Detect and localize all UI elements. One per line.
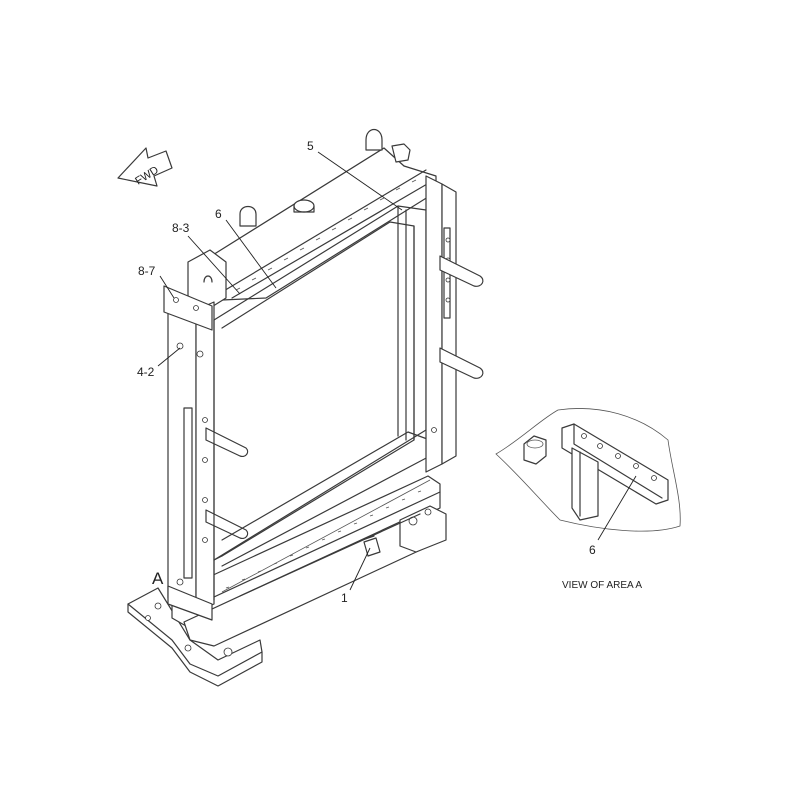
detail-callout-6: 6 bbox=[589, 543, 596, 557]
callout-8-3: 8-3 bbox=[172, 221, 190, 235]
hex-nut-icon bbox=[523, 435, 547, 465]
bottom-bolt-row bbox=[221, 479, 431, 593]
callout-5: 5 bbox=[307, 139, 314, 153]
left-side-channel bbox=[163, 285, 215, 621]
radiator-assembly bbox=[127, 128, 484, 687]
detail-view-caption: VIEW OF AREA A bbox=[562, 580, 642, 591]
leader-8-3 bbox=[187, 235, 241, 295]
leader-8-7 bbox=[159, 275, 175, 299]
callout-8-7: 8-7 bbox=[138, 264, 156, 278]
callout-1: 1 bbox=[341, 591, 348, 605]
top-tank bbox=[187, 128, 437, 309]
leader-4-2 bbox=[157, 347, 181, 367]
detail-leader-6 bbox=[597, 475, 637, 541]
leader-5 bbox=[317, 151, 403, 211]
top-tank-bolt-row bbox=[235, 179, 417, 291]
right-side-channel bbox=[425, 175, 457, 473]
callout-leaders bbox=[157, 151, 403, 591]
callout-4-2: 4-2 bbox=[137, 365, 155, 379]
forward-arrow-icon: FWD bbox=[117, 147, 173, 188]
area-a-marker: A bbox=[152, 569, 164, 588]
right-mount-pins bbox=[439, 255, 484, 379]
detail-break-outline bbox=[495, 408, 681, 532]
leader-6 bbox=[225, 219, 277, 289]
callout-6: 6 bbox=[215, 207, 222, 221]
leader-1 bbox=[349, 547, 371, 591]
detail-view-area-a bbox=[495, 408, 681, 541]
